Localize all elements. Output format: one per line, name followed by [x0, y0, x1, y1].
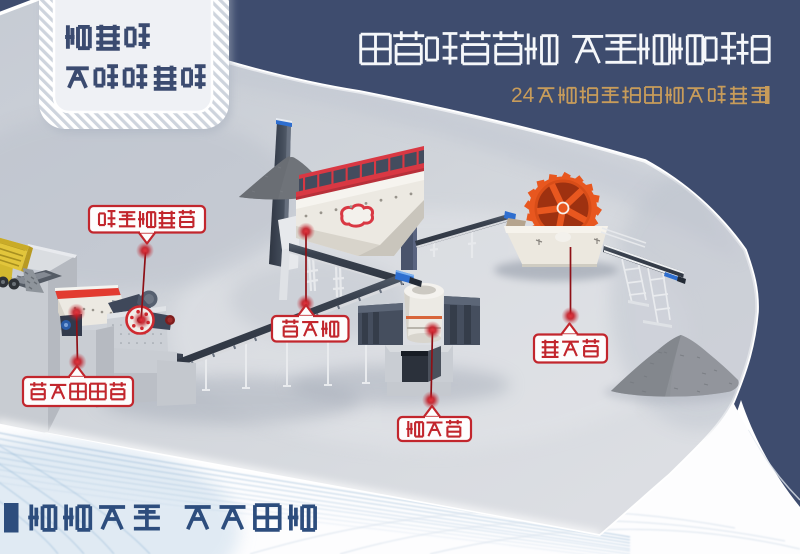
svg-text:24: 24 [511, 84, 535, 107]
